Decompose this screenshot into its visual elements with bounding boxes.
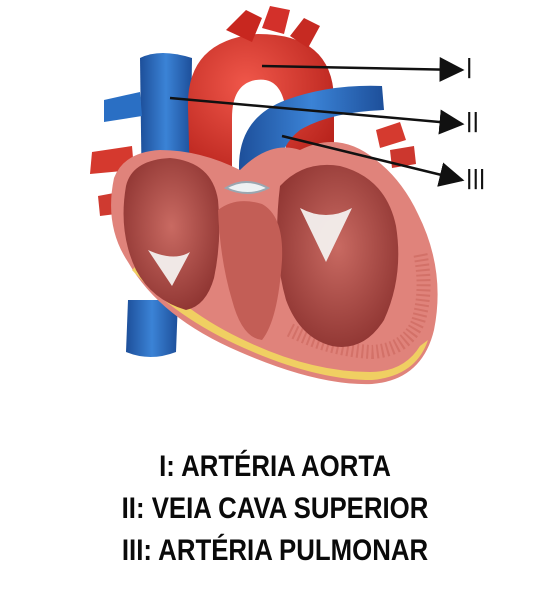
aorta-branch-1 xyxy=(226,10,262,42)
label-marker-III: III xyxy=(466,163,486,196)
heart-illustration xyxy=(90,6,465,385)
pulmonary-vein-right-2 xyxy=(390,146,416,168)
legend-line-aorta: I: ARTÉRIA AORTA xyxy=(159,450,391,483)
legend-line-superior-vena-cava: II: VEIA CAVA SUPERIOR xyxy=(121,492,429,525)
legend-line-pulmonary-artery: III: ARTÉRIA PULMONAR xyxy=(121,534,429,567)
arrow-II xyxy=(169,96,465,135)
right-pulmonary-artery xyxy=(104,92,142,122)
right-chamber xyxy=(123,158,220,310)
inferior-vena-cava xyxy=(126,300,178,357)
label-marker-I: I xyxy=(466,52,473,85)
tricuspid-valve xyxy=(148,250,190,286)
aorta-branch-2 xyxy=(262,6,290,34)
label-marker-II: II xyxy=(466,106,479,139)
epicardial-fat xyxy=(132,262,428,380)
arrow-III xyxy=(281,134,465,187)
aortic-arch xyxy=(187,34,334,180)
left-chamber xyxy=(277,164,399,347)
legend: I: ARTÉRIA AORTA II: VEIA CAVA SUPERIOR … xyxy=(0,446,550,572)
aortic-valve xyxy=(223,181,271,194)
pulmonary-vein-right-1 xyxy=(376,122,406,148)
aorta-branch-3 xyxy=(290,18,320,48)
mitral-valve xyxy=(300,208,352,262)
arrow-I xyxy=(261,57,465,83)
interventricular-septum xyxy=(218,201,283,340)
